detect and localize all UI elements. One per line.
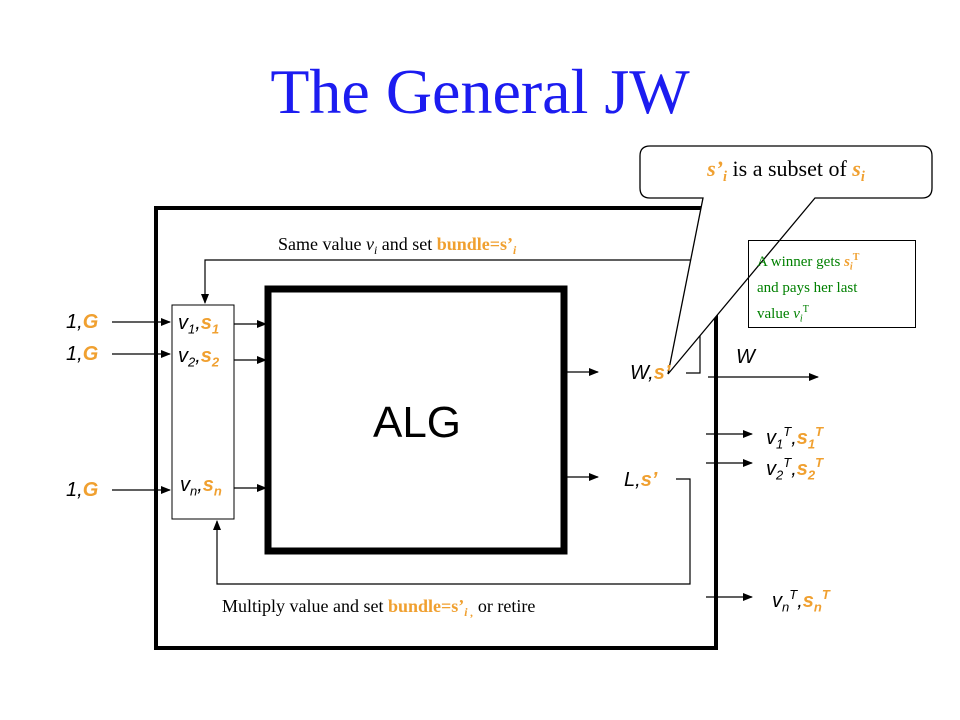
input-label-2: 1,G <box>66 343 99 365</box>
output-label-1: v1T,s1T <box>766 424 824 452</box>
winner-note-line1: A winner gets siT <box>757 252 860 273</box>
loser-output-label: L,s’ <box>624 469 658 491</box>
bidder-label-2: v2,s2 <box>178 345 220 370</box>
bottom-feedback-loop <box>213 478 691 585</box>
output-label-n: vnT,snT <box>772 587 830 615</box>
callout-text: s’i is a subset of si <box>642 156 930 186</box>
callout-sub-i2: i <box>860 169 865 185</box>
mechanism-frame <box>154 206 718 650</box>
bidders-box <box>171 304 235 520</box>
bottom-caption: Multiply value and set bundle=s’i , or r… <box>222 596 536 620</box>
winner-note-line2: and pays her last <box>757 279 858 296</box>
alg-label: ALG <box>372 398 462 447</box>
page-title: The General JW <box>270 56 690 127</box>
callout-s: s <box>852 156 861 181</box>
winner-output-label: W,s’ <box>630 362 671 384</box>
output-label-2: v2T,s2T <box>766 455 824 483</box>
input-label-1: 1,G <box>66 311 99 333</box>
bidder-label-n: vn,sn <box>180 474 222 499</box>
callout-bubble <box>639 145 933 375</box>
callout-middle: is a subset of <box>727 156 853 181</box>
alg-box <box>264 285 568 555</box>
bidder-label-1: v1,s1 <box>178 312 220 337</box>
callout-sub-i: i <box>723 169 728 185</box>
w-output-label: W <box>736 346 755 368</box>
winner-note-box: A winner gets siT and pays her last valu… <box>748 240 916 328</box>
top-caption: Same value vi and set bundle=s’i <box>278 234 517 258</box>
winner-note-line3: value viT <box>757 303 809 325</box>
input-label-3: 1,G <box>66 479 99 501</box>
callout-s-prime: s’ <box>707 156 724 181</box>
